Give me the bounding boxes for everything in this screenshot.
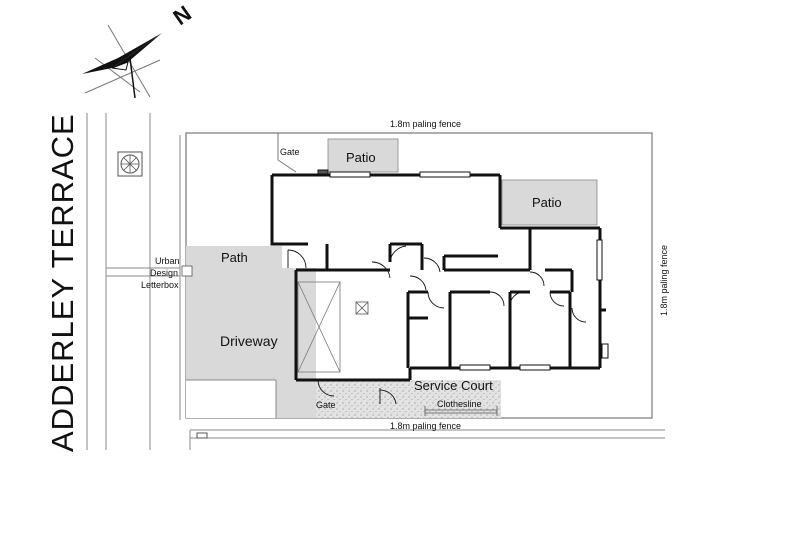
letterbox-label-line1: Urban xyxy=(155,256,180,266)
service-court-area xyxy=(316,380,501,418)
letterbox-label-line3: Letterbox xyxy=(141,280,179,290)
driveway-label: Driveway xyxy=(220,333,278,349)
door-swings xyxy=(287,245,587,405)
tree-icon xyxy=(117,151,143,177)
house-walls xyxy=(270,173,606,382)
garage-roof-outline xyxy=(297,281,341,373)
street-name: ADDERLEY TERRACE xyxy=(45,113,80,452)
service-court-label: Service Court xyxy=(414,378,493,393)
patio-right-area xyxy=(501,179,598,226)
letterbox-label-line2: Design xyxy=(150,268,178,278)
street-verge xyxy=(86,113,181,450)
windows xyxy=(317,169,609,371)
path-label: Path xyxy=(221,250,248,265)
clothesline-icon xyxy=(424,406,498,416)
patio-right-label: Patio xyxy=(532,195,562,210)
north-arrow-icon xyxy=(82,24,162,99)
gate-bottom-label: Gate xyxy=(316,400,336,410)
clothesline-label: Clothesline xyxy=(437,399,482,409)
footpath xyxy=(189,429,665,450)
patio-top-label: Patio xyxy=(346,150,376,165)
fence-right-label: 1.8m paling fence xyxy=(659,245,669,316)
gate-top-label: Gate xyxy=(280,147,300,157)
letterbox-icon xyxy=(181,265,193,277)
gate-top[interactable] xyxy=(277,133,297,173)
fence-bottom-label: 1.8m paling fence xyxy=(390,421,461,431)
driveway-edge xyxy=(186,380,276,418)
skylight-icon xyxy=(355,301,369,315)
path-area xyxy=(186,246,282,268)
fence-top-label: 1.8m paling fence xyxy=(390,119,461,129)
patio-top-area xyxy=(327,138,399,173)
north-label: N xyxy=(169,1,196,31)
